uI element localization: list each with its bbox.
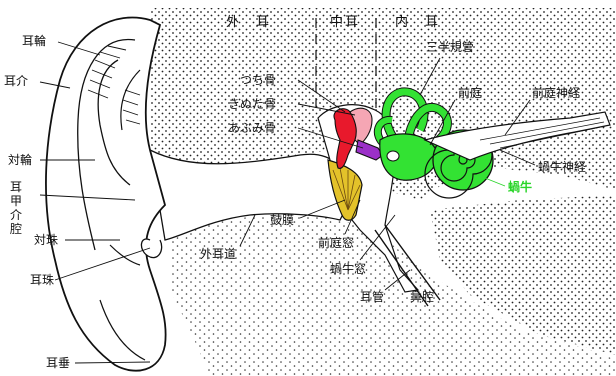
label-tragus: 耳珠 — [30, 273, 54, 287]
section-outer-ear: 外 耳 — [226, 16, 271, 30]
label-vestibular-nerve: 前庭神経 — [532, 86, 580, 100]
label-incus: きぬた骨 — [228, 97, 276, 111]
label-cochlea: 蝸牛 — [508, 180, 532, 194]
label-cochlear-nerve: 蝸牛神経 — [538, 160, 586, 174]
label-nasal-cavity: 鼻腔 — [410, 290, 434, 304]
section-middle-ear: 中耳 — [330, 16, 360, 30]
oval-window-mark — [387, 151, 399, 161]
label-antitragus: 対珠 — [34, 233, 58, 247]
section-inner-ear: 内 耳 — [395, 16, 440, 30]
label-oval-window: 前庭窓 — [318, 236, 354, 250]
label-vestibule: 前庭 — [458, 86, 482, 100]
pinna-outline — [46, 18, 166, 371]
label-ear-canal: 外耳道 — [200, 247, 236, 261]
label-round-window: 蝸牛窓 — [330, 262, 366, 276]
label-concha-cavity: 耳甲介腔 — [10, 180, 24, 236]
label-helix: 耳輪 — [22, 34, 46, 48]
label-semicircular-canals: 三半規管 — [426, 40, 474, 54]
label-stapes: あぶみ骨 — [228, 121, 276, 135]
label-concha: 耳介 — [4, 74, 28, 88]
label-antihelix: 対輪 — [8, 153, 32, 167]
label-malleus: つち骨 — [240, 73, 276, 87]
label-eustachian-tube: 耳管 — [360, 290, 384, 304]
label-eardrum: 鼓膜 — [270, 213, 294, 227]
label-lobule: 耳垂 — [46, 356, 70, 370]
